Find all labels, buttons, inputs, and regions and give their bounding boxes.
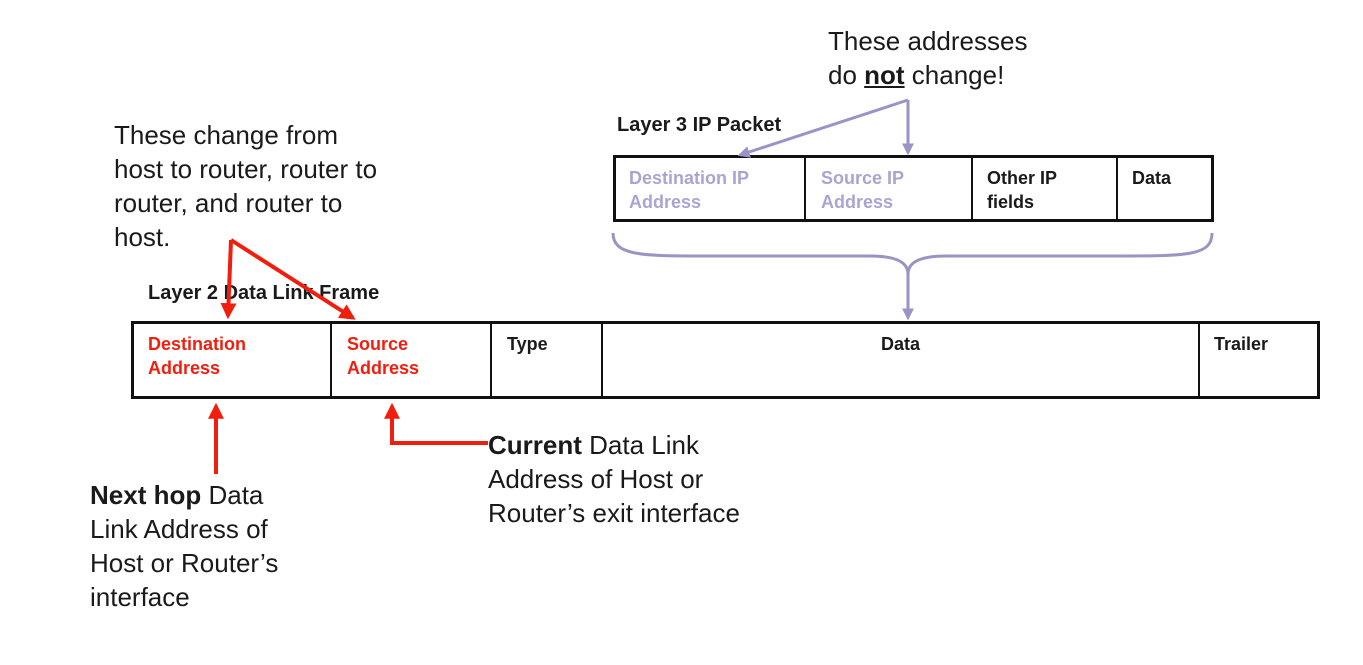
layer3-field-source-ip-line1: Source IP bbox=[821, 168, 905, 188]
layer3-field-destination-ip: Destination IP Address bbox=[629, 160, 749, 214]
no-change-note-pre: do bbox=[828, 60, 865, 90]
layer2-field-source: Source Address bbox=[347, 326, 419, 380]
no-change-arrow-destination bbox=[737, 98, 909, 158]
layer2-field-destination: Destination Address bbox=[148, 326, 246, 380]
layer2-field-destination-line1: Destination bbox=[148, 334, 247, 354]
layer3-packet bbox=[613, 155, 1214, 222]
layer2-frame bbox=[131, 321, 1320, 399]
change-arrow-source bbox=[229, 238, 356, 320]
current-arrow bbox=[384, 402, 488, 445]
layer2-divider-2 bbox=[490, 323, 492, 397]
layer2-field-data-line1: Data bbox=[880, 334, 920, 354]
no-change-note: These addresses do not change! bbox=[828, 24, 1027, 92]
layer3-field-other-line1: Other IP bbox=[987, 168, 1058, 188]
layer3-field-data-line1: Data bbox=[1132, 168, 1172, 188]
layer3-field-other-line2: fields bbox=[987, 192, 1035, 212]
next-hop-note-line4: interface bbox=[90, 582, 190, 612]
layer2-field-type-line1: Type bbox=[507, 334, 548, 354]
no-change-note-line1: These addresses bbox=[828, 26, 1028, 56]
layer3-field-source-ip-line2: Address bbox=[821, 192, 894, 212]
layer2-field-data: Data bbox=[603, 326, 1198, 356]
layer3-title: Layer 3 IP Packet bbox=[617, 114, 782, 136]
next-hop-note: Next hop Data Link Address of Host or Ro… bbox=[90, 478, 278, 614]
no-change-note-emphasis: not bbox=[864, 60, 905, 90]
layer3-divider-1 bbox=[804, 157, 806, 220]
change-note-line4: host. bbox=[114, 222, 171, 252]
current-address-note-emphasis: Current bbox=[488, 430, 582, 460]
change-note-line2: host to router, router to bbox=[114, 154, 378, 184]
layer2-divider-4 bbox=[1198, 323, 1200, 397]
change-note: These change from host to router, router… bbox=[114, 118, 377, 254]
no-change-note-line2: do not change! bbox=[828, 58, 1027, 92]
layer2-divider-1 bbox=[330, 323, 332, 397]
next-hop-note-line2: Link Address of bbox=[90, 514, 268, 544]
layer2-field-destination-line2: Address bbox=[148, 358, 221, 378]
current-address-note-line2: Address of Host or bbox=[488, 464, 704, 494]
change-note-line1: These change from bbox=[114, 120, 339, 150]
next-hop-note-line3: Host or Router’s bbox=[90, 548, 279, 578]
layer3-divider-2 bbox=[971, 157, 973, 220]
layer3-field-destination-ip-line1: Destination IP bbox=[629, 168, 750, 188]
change-arrow-destination bbox=[220, 239, 237, 320]
layer2-field-source-line1: Source bbox=[347, 334, 409, 354]
layer3-field-data: Data bbox=[1132, 160, 1171, 190]
layer3-field-other: Other IP fields bbox=[987, 160, 1057, 214]
layer2-field-trailer: Trailer bbox=[1214, 326, 1268, 356]
current-address-note-line1: Current Data Link bbox=[488, 428, 740, 462]
change-note-line3: router, and router to bbox=[114, 188, 343, 218]
current-address-note-line3: Router’s exit interface bbox=[488, 498, 740, 528]
next-hop-note-line1: Next hop Data bbox=[90, 478, 278, 512]
layer3-field-source-ip: Source IP Address bbox=[821, 160, 904, 214]
layer2-field-type: Type bbox=[507, 326, 548, 356]
layer3-field-destination-ip-line2: Address bbox=[629, 192, 702, 212]
next-hop-note-emphasis: Next hop bbox=[90, 480, 202, 510]
layer2-divider-3 bbox=[601, 323, 603, 397]
layer3-brace bbox=[611, 232, 1214, 275]
next-hop-note-line1-rest: Data bbox=[201, 480, 264, 510]
layer3-divider-3 bbox=[1116, 157, 1118, 220]
no-change-note-post: change! bbox=[904, 60, 1005, 90]
current-address-note-line1-rest: Data Link bbox=[581, 430, 699, 460]
layer2-field-trailer-line1: Trailer bbox=[1214, 334, 1269, 354]
current-address-note: Current Data Link Address of Host or Rou… bbox=[488, 428, 740, 530]
layer2-field-source-line2: Address bbox=[347, 358, 420, 378]
